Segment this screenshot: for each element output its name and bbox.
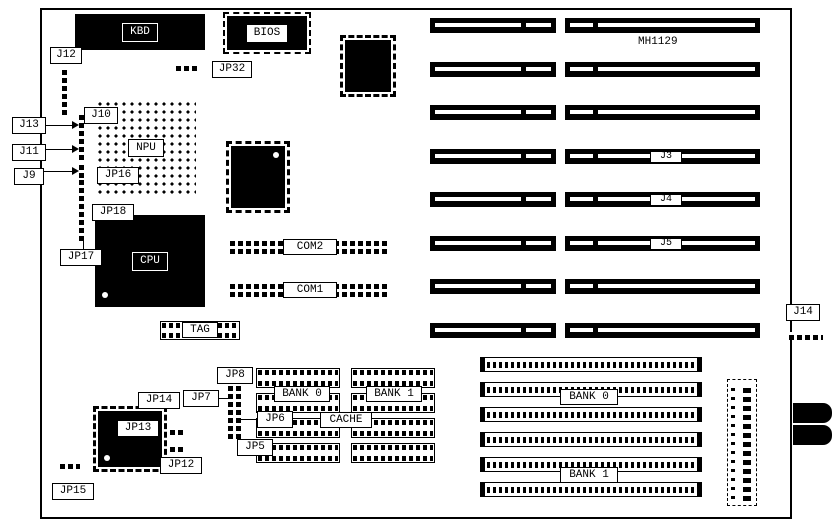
j9-leader-line: [44, 171, 72, 172]
jp14-label: JP14: [138, 392, 180, 409]
kbd-label: KBD: [122, 22, 158, 42]
j9-label: J9: [14, 168, 44, 185]
isa-slot-left-1: [430, 18, 556, 33]
jp16-header: [79, 180, 87, 193]
com1-label: COM1: [283, 282, 337, 298]
cache-bank0-label: BANK 0: [274, 386, 330, 402]
jp17-leader-line: [83, 241, 84, 249]
cache-socket-a1: [256, 368, 340, 388]
j4-label: J4: [650, 194, 682, 206]
isa-slot-left-5: [430, 192, 556, 207]
jp18-header: [79, 196, 87, 209]
simm-bank0-label: BANK 0: [560, 389, 618, 405]
jp13-jumper: [170, 427, 184, 435]
plcc-pin1-dot: [104, 455, 110, 461]
j14-header: [789, 332, 823, 340]
jp7-leader-line: [219, 398, 228, 399]
qfp-chip-top: [340, 35, 396, 97]
simm-socket-6: [480, 482, 702, 497]
jp17-header: [79, 212, 87, 241]
isa-slot-right-1: [565, 18, 760, 33]
jp16-label: JP16: [97, 167, 139, 184]
simm-bank1-label: BANK 1: [560, 467, 618, 483]
isa-slot-right-3: [565, 105, 760, 120]
bios-chip: BIOS: [223, 12, 311, 54]
cache-socket-b3: [351, 418, 435, 438]
j5-label: J5: [650, 238, 682, 250]
j14-label: J14: [786, 304, 820, 321]
j9-header: [79, 165, 87, 178]
j3-label: J3: [650, 151, 682, 163]
j12-label: J12: [50, 47, 82, 64]
jp6-leader-line: [241, 419, 257, 420]
jp32-label: JP32: [212, 61, 252, 78]
isa-slot-right-8: [565, 323, 760, 338]
qfp-chip-mid: [226, 141, 290, 213]
jp15-label: JP15: [52, 483, 94, 500]
bios-label: BIOS: [245, 23, 289, 43]
power-connector-upper: [793, 403, 832, 423]
jp15-jumper: [60, 461, 80, 469]
j9-arrow-icon: [72, 167, 83, 175]
jp7-label: JP7: [183, 390, 219, 407]
jp32-jumper: [176, 63, 198, 71]
jp12-label: JP12: [160, 457, 202, 474]
jp13-label: JP13: [117, 420, 159, 437]
cache-socket-b4: [351, 443, 435, 463]
j12-header: [62, 70, 70, 115]
cache-socket-b1: [351, 368, 435, 388]
simm-socket-1: [480, 357, 702, 372]
jp5-label: JP5: [237, 439, 273, 456]
power-connector-lower: [793, 425, 832, 445]
j13-label: J13: [12, 117, 46, 134]
edge-connector: [727, 379, 757, 506]
cache-label: CACHE: [320, 412, 372, 428]
isa-slot-left-3: [430, 105, 556, 120]
cpu-label: CPU: [132, 251, 168, 271]
j13-arrow-icon: [72, 121, 83, 129]
j10-label: J10: [84, 107, 118, 124]
cache-bank1-label: BANK 1: [366, 386, 422, 402]
jp17-label: JP17: [60, 249, 102, 266]
cpu-chip: CPU: [95, 215, 205, 307]
j11-header: [79, 139, 87, 160]
board-outline: [40, 8, 792, 519]
isa-slot-left-6: [430, 236, 556, 251]
kbd-chip: KBD: [75, 14, 205, 50]
isa-slot-left-2: [430, 62, 556, 77]
tag-label: TAG: [182, 322, 218, 338]
jp12-jumper: [170, 444, 184, 452]
jp18-label: JP18: [92, 204, 134, 221]
jp8-label: JP8: [217, 367, 253, 384]
isa-slot-right-7: [565, 279, 760, 294]
j11-arrow-icon: [72, 145, 83, 153]
simm-socket-4: [480, 432, 702, 447]
j11-leader-line: [46, 149, 72, 150]
simm-socket-3: [480, 407, 702, 422]
cpu-pin1-dot: [102, 292, 108, 298]
isa-slot-left-8: [430, 323, 556, 338]
j11-label: J11: [12, 144, 46, 161]
isa-slot-left-7: [430, 279, 556, 294]
qfp-mid-pin1-dot: [273, 152, 279, 158]
npu-label: NPU: [128, 139, 164, 157]
jp-cluster-header: [228, 386, 241, 439]
j13-header: [79, 115, 87, 136]
board-model-text: MH1129: [638, 36, 678, 48]
com2-label: COM2: [283, 239, 337, 255]
isa-slot-left-4: [430, 149, 556, 164]
j13-leader-line: [46, 125, 72, 126]
isa-slot-right-2: [565, 62, 760, 77]
jp6-label: JP6: [257, 411, 293, 428]
